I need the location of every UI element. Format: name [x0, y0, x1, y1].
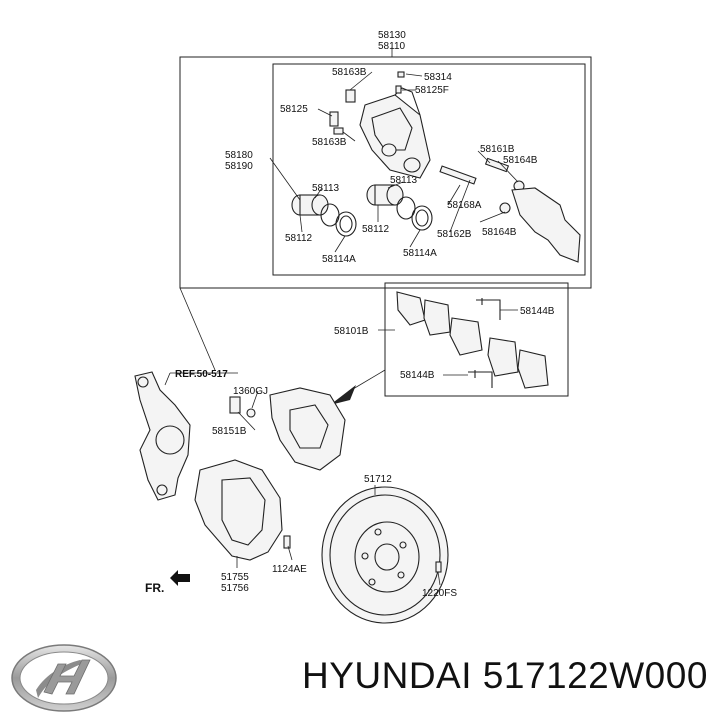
label-58112-right: 58112 — [362, 224, 390, 235]
label-1360gj: 1360GJ — [233, 386, 268, 397]
bleeder-cap — [345, 89, 356, 103]
knuckle-bore — [155, 425, 185, 455]
leader-lines-top — [269, 71, 519, 253]
piston-right — [366, 184, 404, 206]
label-58144b-top: 58144B — [520, 306, 555, 317]
bleeder-screw — [397, 71, 405, 78]
front-direction-arrow-icon — [170, 570, 190, 586]
label-58151b: 58151B — [212, 426, 247, 437]
hyundai-logo-icon — [11, 644, 117, 712]
mount-washer — [246, 408, 256, 418]
steering-knuckle — [134, 371, 191, 501]
label-58190: 58190 — [225, 161, 253, 172]
leader-58151b — [237, 411, 256, 431]
label-51756: 51756 — [221, 583, 249, 594]
piston-seal-right — [396, 196, 416, 220]
dust-boot-right — [411, 205, 433, 231]
label-51712: 51712 — [364, 474, 392, 485]
bleeder-fitting — [395, 85, 402, 94]
label-58180: 58180 — [225, 150, 253, 161]
label-58114a-right: 58114A — [403, 248, 437, 259]
caliper-assembled-detail — [289, 404, 329, 449]
dust-shield-inner — [221, 477, 266, 546]
label-58168a: 58168A — [447, 200, 482, 211]
label-58110: 58110 — [378, 41, 406, 52]
caliper-housing — [359, 87, 431, 179]
shield-screw — [283, 535, 291, 549]
label-51755: 51755 — [221, 572, 249, 583]
label-58163b-top: 58163B — [332, 67, 367, 78]
label-58125f: 58125F — [415, 85, 449, 96]
label-58113-right: 58113 — [390, 175, 418, 186]
caliper-carrier-bracket — [511, 187, 581, 263]
pad-kit-pointer-line — [347, 369, 386, 393]
leader-lines-pads — [378, 309, 518, 376]
caliper-assembly-frame — [179, 56, 592, 289]
product-title: HYUNDAI 517122W000 — [302, 655, 708, 696]
knuckle-upper-hole — [137, 376, 149, 388]
label-58161b: 58161B — [480, 144, 515, 155]
ref-leader-tip — [164, 372, 171, 386]
caliper-subassembly-frame — [272, 63, 586, 276]
guide-pin-lower — [439, 165, 511, 214]
assembly-to-caliper-lead — [179, 287, 216, 371]
label-58164b-top: 58164B — [503, 155, 538, 166]
label-1124ae: 1124AE — [272, 564, 307, 575]
brake-dust-shield — [194, 459, 283, 561]
label-58314: 58314 — [424, 72, 452, 83]
label-58112-left: 58112 — [285, 233, 313, 244]
leader-1360gj — [251, 390, 259, 409]
label-58114a-left: 58114A — [322, 254, 356, 265]
label-front: FR. — [145, 581, 164, 595]
leader-1220fs — [437, 571, 441, 586]
brake-disc-rotor — [321, 486, 449, 624]
label-58130: 58130 — [378, 30, 406, 41]
knuckle-lower-hole — [156, 484, 168, 496]
bolt-cap — [333, 127, 344, 135]
caliper-assembled — [269, 387, 346, 471]
dust-boot-right-inner — [415, 209, 429, 227]
leader-1124ae — [287, 545, 293, 561]
caliper-mount-bolt — [229, 396, 241, 414]
pad-kit-pointer-arrow — [330, 385, 356, 405]
label-58113-left: 58113 — [312, 183, 340, 194]
caliper-bolt — [329, 111, 339, 127]
disc-set-screw — [435, 561, 442, 573]
piston-left — [291, 194, 329, 216]
label-58101b: 58101B — [334, 326, 369, 337]
dust-boot-left — [335, 211, 357, 237]
label-58125: 58125 — [280, 104, 308, 115]
label-58144b-bot: 58144B — [400, 370, 435, 381]
label-58164b-bot: 58164B — [482, 227, 517, 238]
label-1220fs: 1220FS — [422, 588, 457, 599]
pad-kit-frame — [384, 282, 569, 397]
dust-boot-left-inner — [339, 215, 353, 233]
brake-pads — [396, 291, 549, 389]
label-ref: REF.50-517 — [175, 369, 228, 380]
label-58162b: 58162B — [437, 229, 472, 240]
pad-clips — [468, 298, 501, 388]
label-58163b-mid: 58163B — [312, 137, 347, 148]
